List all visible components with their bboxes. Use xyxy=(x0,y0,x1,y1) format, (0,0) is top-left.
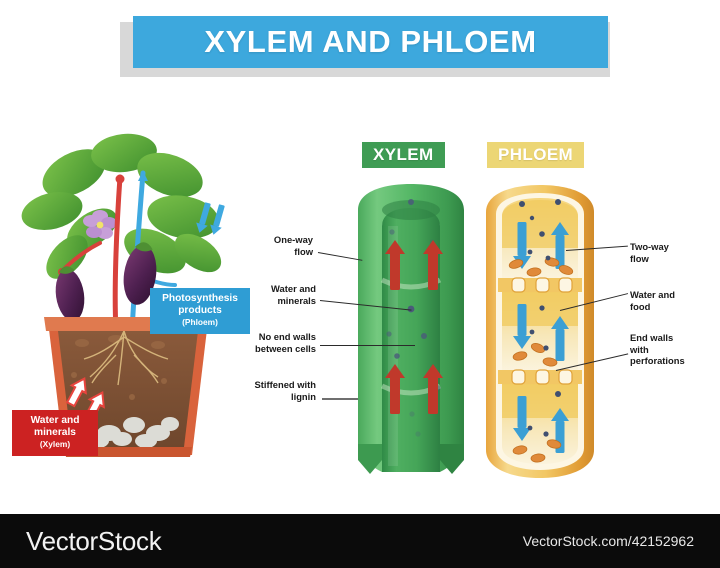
phloem-section-badge: PHLOEM xyxy=(487,142,585,168)
label-water-line1: Water and xyxy=(30,415,80,426)
xylem-tube xyxy=(358,184,464,474)
annotation-end-walls-line-2: perforations xyxy=(630,355,685,367)
phloem-cells xyxy=(502,198,578,464)
plant-illustration: Photosynthesis products (Phloem) Water a… xyxy=(12,125,252,485)
sieve-pore xyxy=(511,369,526,385)
xylem-wall xyxy=(358,184,464,472)
watermark-footer: VectorStock VectorStock.com/42152962 xyxy=(0,514,720,568)
sieve-pore xyxy=(535,277,550,293)
xylem-node-top xyxy=(115,174,125,184)
annotation-end-walls-line-1: with xyxy=(630,343,649,355)
leaves xyxy=(21,133,222,279)
annotation-water-minerals-line-0: Water and xyxy=(271,283,316,294)
sieve-pore xyxy=(558,369,573,385)
annotation-stiffened-lignin-line-1: lignin xyxy=(291,390,316,402)
plant-svg xyxy=(21,133,225,457)
sieve-pore xyxy=(535,369,550,385)
annotation-two-way-flow: Two-way flow xyxy=(630,241,710,264)
sieve-pore xyxy=(511,277,526,293)
title-banner: XYLEM AND PHLOEM xyxy=(133,16,608,68)
xylem-top-opening xyxy=(382,200,440,220)
xylem-path-red xyxy=(112,174,123,333)
annotation-no-end-walls: No end walls between cells xyxy=(230,331,316,354)
sieve-pore xyxy=(558,277,573,293)
annotation-stiffened-lignin: Stiffened with lignin xyxy=(234,379,316,402)
xylem-section-badge: XYLEM xyxy=(362,142,445,168)
annotation-end-walls-line-0: End walls xyxy=(630,332,674,343)
phloem-flow-arrows xyxy=(138,171,225,235)
xylem-flow-arrows-up xyxy=(385,240,443,414)
xylem-bottom-left-prong xyxy=(358,444,382,474)
annotation-water-minerals-line-1: minerals xyxy=(277,294,316,306)
xylem-bottom-right-prong xyxy=(440,444,464,474)
annotation-two-way-flow-line-0: Two-way xyxy=(630,241,669,252)
label-photosynthesis-sub: (Phloem) xyxy=(182,317,218,327)
annotation-water-food-line-0: Water and xyxy=(630,289,675,300)
label-photosynthesis-products: Photosynthesis products (Phloem) xyxy=(150,288,250,334)
annotation-no-end-walls-line-1: between cells xyxy=(255,342,316,354)
xylem-highlight xyxy=(388,226,398,466)
annotation-two-way-flow-line-1: flow xyxy=(630,252,649,264)
page-title: XYLEM AND PHLOEM xyxy=(204,24,537,59)
leader-no-end-walls xyxy=(320,345,415,346)
label-photosynthesis-line2: products xyxy=(178,305,222,316)
flower xyxy=(83,210,117,239)
annotation-one-way-flow: One-way flow xyxy=(243,234,313,257)
annotation-water-minerals: Water and minerals xyxy=(238,283,316,306)
annotation-water-food: Water and food xyxy=(630,289,710,312)
vectorstock-brand: VectorStock xyxy=(26,525,162,556)
label-water-minerals-plant: Water and minerals (Xylem) xyxy=(12,410,98,456)
phloem-sieve-plates xyxy=(498,277,582,385)
phloem-particles xyxy=(508,199,574,463)
annotation-no-end-walls-line-0: No end walls xyxy=(258,331,316,342)
label-photosynthesis-line1: Photosynthesis xyxy=(162,293,238,304)
phloem-tube xyxy=(486,185,594,478)
soil-specks xyxy=(71,335,167,400)
roots xyxy=(83,330,169,386)
label-water-line2: minerals xyxy=(34,427,76,438)
label-water-sub: (Xylem) xyxy=(39,439,71,449)
eggplants xyxy=(55,242,157,321)
annotation-one-way-flow-line-0: One-way xyxy=(273,234,313,245)
annotation-one-way-flow-line-1: flow xyxy=(294,245,313,257)
annotation-water-food-line-1: food xyxy=(630,300,651,312)
title-area: XYLEM AND PHLOEM xyxy=(0,0,720,100)
leader-stiffened-lignin xyxy=(322,398,358,400)
annotation-stiffened-lignin-line-0: Stiffened with xyxy=(254,379,316,390)
vectorstock-url: VectorStock.com/42152962 xyxy=(522,533,694,549)
annotation-end-walls-perforations: End walls with perforations xyxy=(630,332,714,367)
